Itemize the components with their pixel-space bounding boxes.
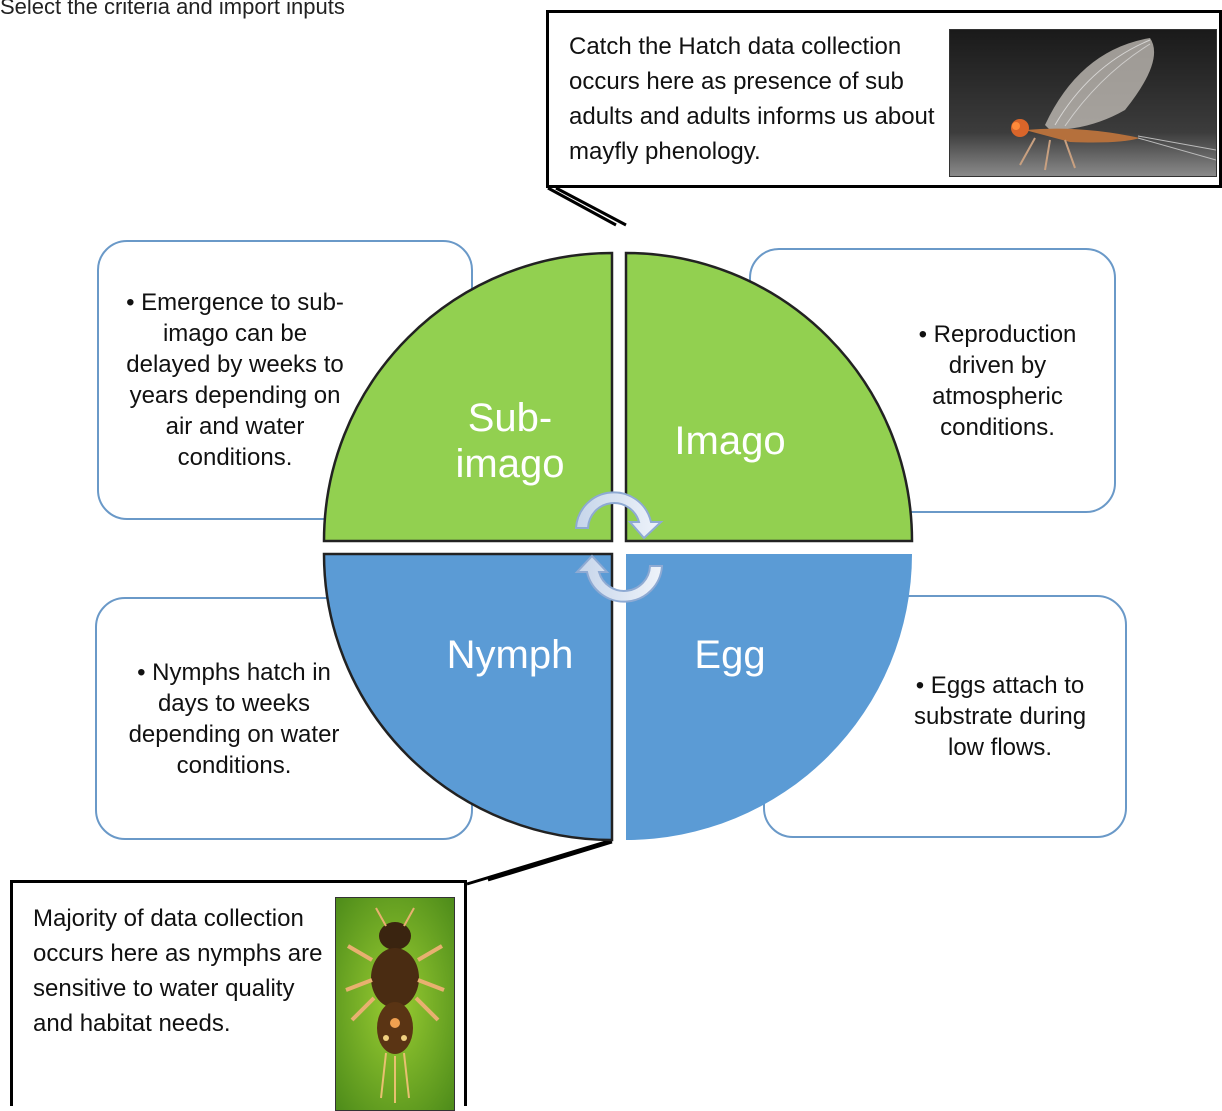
nymph-photo: [335, 897, 455, 1111]
nymph-label: Nymph: [446, 633, 574, 677]
imago-info-text: • Reproduction driven by atmospheric con…: [918, 320, 1077, 441]
egg-info-text: • Eggs attach to substrate during low fl…: [913, 672, 1087, 761]
mayfly-photo: [949, 29, 1217, 177]
adult-stage-callout-text: Catch the Hatch data collection occurs h…: [569, 33, 935, 165]
imago-label: Imago: [674, 419, 786, 463]
subimago-label: Sub-imago: [455, 396, 565, 486]
top-callout-pointer-2: [555, 186, 627, 227]
egg-label: Egg: [694, 633, 766, 677]
bottom-callout-pointer-2: [487, 840, 613, 882]
top-callout-pointer: [547, 186, 617, 227]
egg-quadrant: [626, 554, 912, 840]
subimago-quadrant: [322, 251, 614, 543]
nymph-info-text: • Nymphs hatch in days to weeks dependin…: [128, 658, 340, 779]
nymph-stage-callout: Majority of data collection occurs here …: [10, 880, 467, 1111]
subimago-info-text: • Emergence to sub-imago can be delayed …: [126, 289, 344, 471]
adult-stage-callout: Catch the Hatch data collection occurs h…: [546, 10, 1222, 188]
bottom-callout-pointer: [466, 838, 613, 886]
cycle-arrows-icon: [574, 491, 664, 603]
imago-quadrant: [624, 251, 914, 543]
nymph-quadrant: [322, 552, 614, 842]
page-header-fragment: Select the criteria and import inputs: [0, 0, 345, 19]
nymph-stage-callout-text: Majority of data collection occurs here …: [33, 905, 323, 1037]
